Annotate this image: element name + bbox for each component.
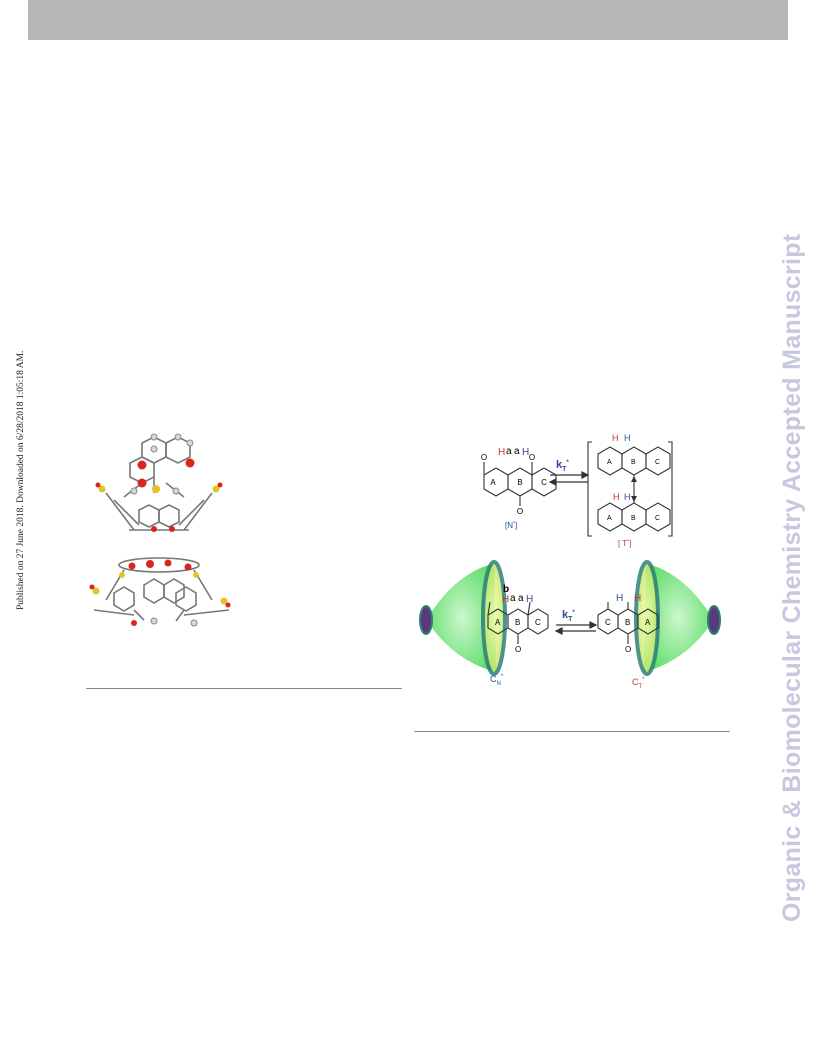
publication-side-note: Published on 27 June 2018. Downloaded on… xyxy=(16,350,26,610)
ring-label-a: A xyxy=(607,459,612,466)
figure-rule-left xyxy=(86,688,402,689)
complex-right-molecule xyxy=(597,602,659,644)
atom-h-blue: H xyxy=(526,594,533,605)
top-structure xyxy=(105,436,213,531)
molecular-structure-figure xyxy=(84,425,254,635)
label-a: a xyxy=(514,446,520,457)
cyclodextrin-left xyxy=(419,560,507,676)
structure-n-star xyxy=(483,462,557,506)
bottom-atoms xyxy=(89,559,231,627)
label-a: a xyxy=(510,593,516,604)
rate-constant-top: kT* xyxy=(556,459,569,473)
atom-h-blue: H xyxy=(616,593,623,604)
label-a: a xyxy=(518,593,524,604)
atom-o: O xyxy=(529,453,535,462)
figure-rule-right xyxy=(414,731,730,732)
ring-label-c: C xyxy=(655,459,660,466)
atom-h-red: H xyxy=(612,433,619,443)
top-atoms xyxy=(95,433,223,532)
atom-h-red: H xyxy=(613,492,620,502)
equilibrium-arrow-top xyxy=(548,471,590,486)
tautomerization-scheme: A B C O O O H a a H [N*] kT* xyxy=(410,420,730,720)
atom-h-blue: H xyxy=(624,492,631,502)
structure-t-star xyxy=(587,441,673,537)
ring-label-b: B xyxy=(631,515,636,522)
ring-label-c: C xyxy=(655,515,660,522)
ring-label-b: B xyxy=(625,618,630,627)
cyclodextrin-right xyxy=(634,560,721,676)
t-star-arrow xyxy=(631,476,637,502)
ring-label-b: B xyxy=(517,478,522,487)
ring-label-c: C xyxy=(541,478,547,487)
atom-h-blue: H xyxy=(624,433,631,443)
atom-o: O xyxy=(515,645,521,654)
ring-label-a: A xyxy=(645,618,651,627)
rate-constant-bottom: kT* xyxy=(562,609,575,623)
ring-label-a: A xyxy=(490,478,496,487)
ct-star-label: CT* xyxy=(632,677,645,690)
state-t-label: [ T*] xyxy=(618,539,631,548)
ring-label-b: B xyxy=(515,618,520,627)
ring-label-c: C xyxy=(535,618,541,627)
ring-label-a: A xyxy=(607,515,612,522)
complex-left-molecule xyxy=(487,601,549,644)
atom-h-blue: H xyxy=(522,447,529,458)
atom-o: O xyxy=(625,645,631,654)
atom-h-red: H xyxy=(634,593,641,604)
ring-label-c: C xyxy=(605,618,611,627)
bottom-structure xyxy=(93,557,230,622)
accepted-manuscript-watermark: Organic & Biomolecular Chemistry Accepte… xyxy=(778,233,806,922)
label-a: a xyxy=(506,446,512,457)
label-b: b xyxy=(503,584,509,595)
ring-label-a: A xyxy=(495,618,501,627)
journal-header-bar xyxy=(28,0,788,40)
atom-h-red: H xyxy=(502,594,509,605)
equilibrium-arrow-bottom xyxy=(554,621,598,635)
cn-star-label: CN* xyxy=(490,674,504,687)
atom-o: O xyxy=(481,453,487,462)
atom-h-red: H xyxy=(498,447,505,458)
state-n-label: [N*] xyxy=(505,521,517,530)
ring-label-b: B xyxy=(631,459,636,466)
atom-o: O xyxy=(517,507,523,516)
